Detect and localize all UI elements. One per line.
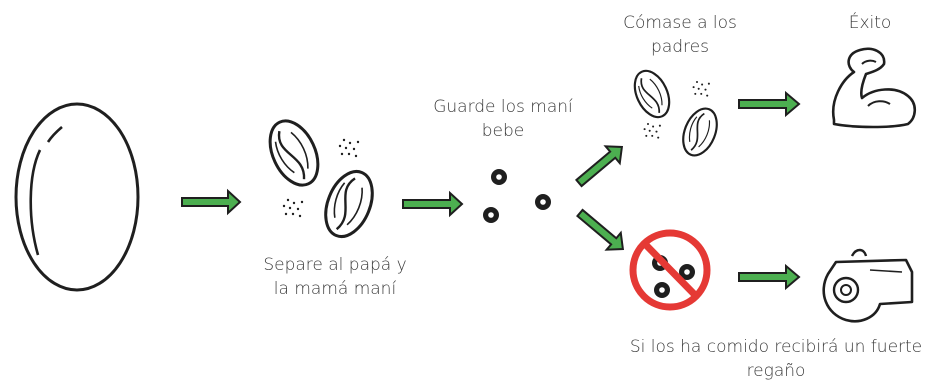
- arrow-4: [738, 263, 801, 291]
- label-keep-babies: Guarde los maní bebe: [433, 97, 573, 141]
- whistle-icon: [822, 248, 914, 323]
- label-scold: Si los ha comido recibirá un fuerte rega…: [629, 337, 923, 381]
- peanut-shell-icon: [14, 102, 140, 292]
- arrow-up: [575, 145, 624, 188]
- label-separate: Separe al papá y la mamá maní: [263, 255, 407, 299]
- arrow-2: [402, 190, 464, 218]
- baby-peanuts-icon: [483, 169, 551, 223]
- arrow-1: [181, 188, 242, 216]
- arrow-down: [576, 208, 625, 251]
- prohibited-peanuts-icon: [629, 229, 711, 311]
- arrow-3: [738, 90, 801, 118]
- label-eat-parents: Cómase a los padres: [623, 13, 737, 57]
- peanut-halves-icon: [259, 111, 383, 245]
- flexed-arm-icon: [831, 47, 917, 129]
- label-success: Éxito: [848, 13, 892, 33]
- peanut-halves-small-icon: [626, 64, 725, 162]
